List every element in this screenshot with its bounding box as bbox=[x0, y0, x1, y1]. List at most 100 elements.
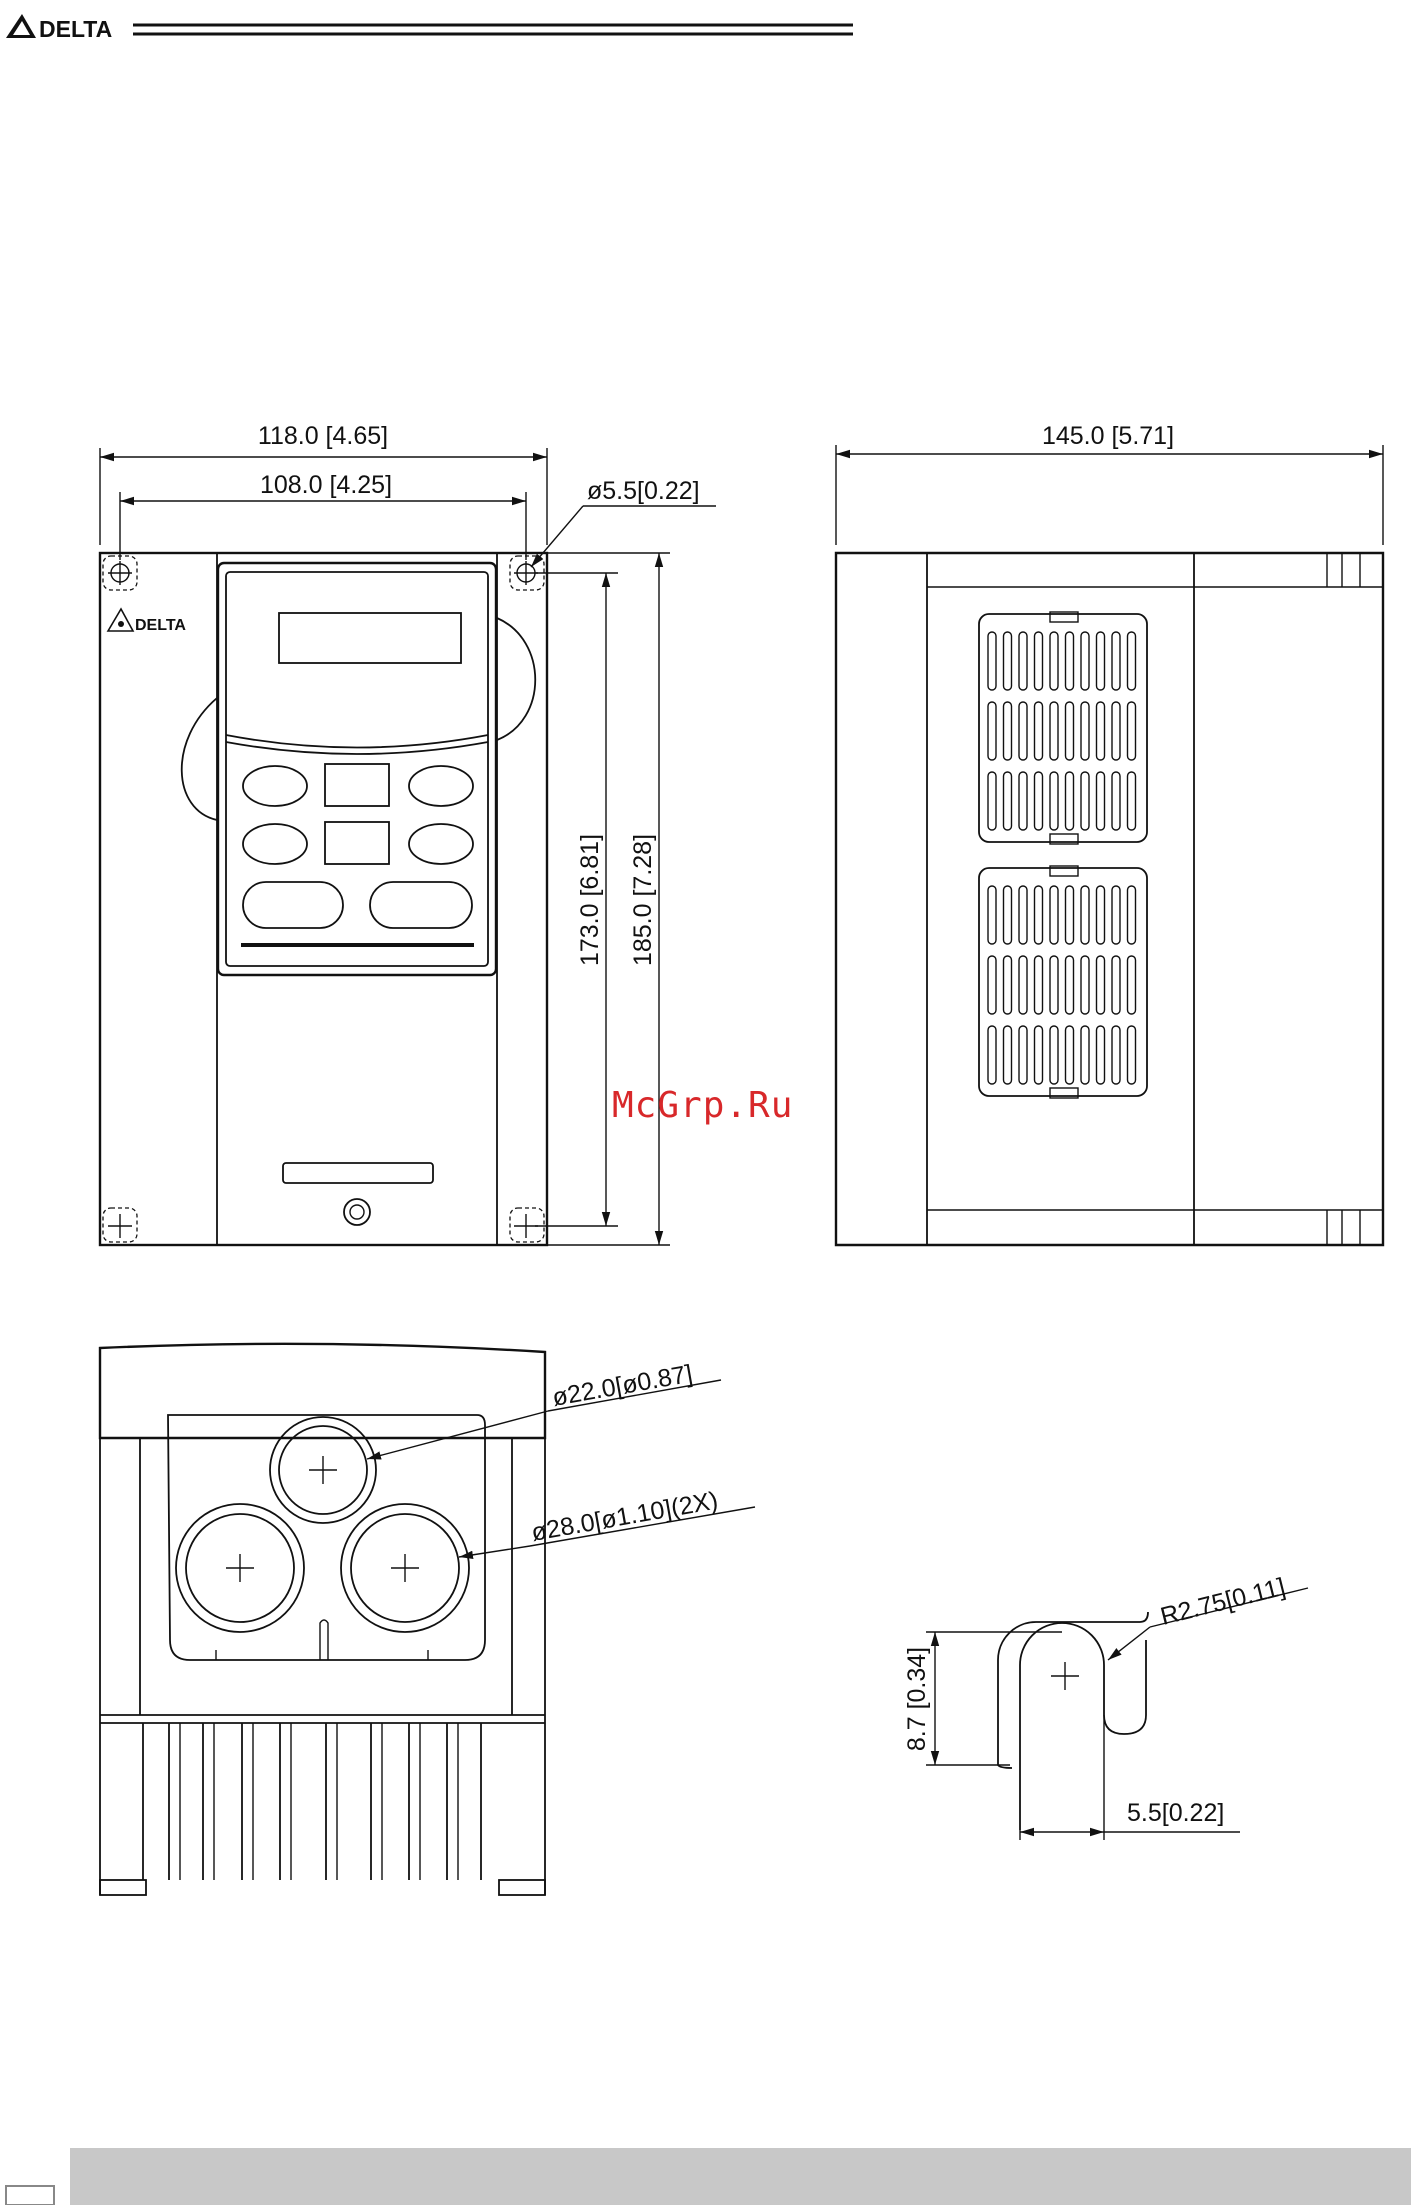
vent-slot bbox=[1019, 632, 1027, 690]
dim-depth: 145.0 [5.71] bbox=[836, 422, 1383, 545]
vent-slot bbox=[988, 956, 996, 1014]
vent-grille bbox=[979, 866, 1147, 1098]
keypad-button bbox=[325, 764, 389, 806]
dim-label: ø28.0[ø1.10](2X) bbox=[529, 1487, 720, 1547]
vent-slot bbox=[1097, 1026, 1105, 1084]
dim-label: ø22.0[ø0.87] bbox=[550, 1360, 694, 1412]
vent-slot bbox=[1066, 632, 1074, 690]
dim-label: 185.0 [7.28] bbox=[629, 834, 657, 966]
vent-slot bbox=[1128, 956, 1136, 1014]
keypad-button bbox=[243, 766, 307, 806]
vent-slot bbox=[1112, 886, 1120, 944]
vent-slot bbox=[1081, 956, 1089, 1014]
vent-slot bbox=[1004, 886, 1012, 944]
display-window bbox=[279, 613, 461, 663]
delta-logo-icon bbox=[6, 14, 36, 38]
mounting-hole bbox=[510, 1208, 544, 1242]
dim-height-overall: 185.0 [7.28] bbox=[547, 553, 670, 1245]
vent-slot bbox=[1004, 956, 1012, 1014]
vent-slot bbox=[1097, 956, 1105, 1014]
footer-bar bbox=[6, 2148, 1411, 2205]
vent-slot bbox=[1097, 886, 1105, 944]
vent-slot bbox=[1081, 772, 1089, 830]
vent-grille bbox=[979, 612, 1147, 844]
mounting-hole bbox=[103, 556, 137, 590]
mounting-hole bbox=[103, 1208, 137, 1242]
vent-slot bbox=[1112, 956, 1120, 1014]
vent-slot bbox=[1019, 772, 1027, 830]
vent-slot bbox=[1019, 956, 1027, 1014]
keypad-button bbox=[243, 824, 307, 864]
vent-slot bbox=[988, 886, 996, 944]
knockout-large bbox=[341, 1504, 469, 1632]
dim-label: R2.75[0.11] bbox=[1158, 1573, 1288, 1631]
vent-slot bbox=[1097, 632, 1105, 690]
vent-slot bbox=[1050, 956, 1058, 1014]
keypad-button bbox=[370, 882, 472, 928]
vent-slot bbox=[1004, 702, 1012, 760]
side-view: 145.0 [5.71] bbox=[836, 422, 1383, 1245]
keypad-button bbox=[409, 766, 473, 806]
knockout-small bbox=[270, 1417, 376, 1523]
vent-slot bbox=[988, 772, 996, 830]
dim-width-holes: 108.0 [4.25] bbox=[120, 471, 526, 560]
heatsink-fins bbox=[143, 1723, 481, 1880]
vent-slot bbox=[1035, 772, 1043, 830]
knockout-large bbox=[176, 1504, 304, 1632]
keypad-button bbox=[243, 882, 343, 928]
vent-slot bbox=[1035, 886, 1043, 944]
vent-slot bbox=[1050, 632, 1058, 690]
vent-slot bbox=[1081, 632, 1089, 690]
dim-label: 118.0 [4.65] bbox=[258, 422, 388, 450]
name-slot bbox=[283, 1163, 433, 1183]
header-rule bbox=[133, 25, 853, 34]
body-brand-label: DELTA bbox=[135, 617, 186, 634]
vent-slot bbox=[1019, 886, 1027, 944]
vent-slot bbox=[1004, 772, 1012, 830]
slot-detail: R2.75[0.11] 8.7 [0.34] 5.5[0.22] bbox=[903, 1573, 1308, 1840]
keypad-button bbox=[325, 822, 389, 864]
vent-slot bbox=[1050, 1026, 1058, 1084]
brand-name: DELTA bbox=[39, 16, 112, 42]
vent-slot bbox=[1019, 1026, 1027, 1084]
vent-slot bbox=[988, 1026, 996, 1084]
vent-slot bbox=[988, 632, 996, 690]
vent-slot bbox=[1004, 632, 1012, 690]
vent-slot bbox=[988, 702, 996, 760]
vent-slot bbox=[1035, 956, 1043, 1014]
dim-label: 145.0 [5.71] bbox=[1042, 422, 1174, 450]
vent-slot bbox=[1066, 1026, 1074, 1084]
vent-slot bbox=[1128, 886, 1136, 944]
vent-slot bbox=[1097, 772, 1105, 830]
vent-slot bbox=[1050, 702, 1058, 760]
vent-slot bbox=[1019, 702, 1027, 760]
vent-slot bbox=[1112, 1026, 1120, 1084]
vent-slot bbox=[1066, 702, 1074, 760]
dim-label: 108.0 [4.25] bbox=[260, 471, 392, 499]
vent-slot bbox=[1112, 632, 1120, 690]
vent-slot bbox=[1035, 1026, 1043, 1084]
vent-slot bbox=[1035, 632, 1043, 690]
header-logo: DELTA bbox=[6, 14, 112, 42]
dim-slot-height: 8.7 [0.34] bbox=[903, 1632, 1062, 1765]
vent-slot bbox=[1112, 772, 1120, 830]
vent-slot bbox=[1128, 772, 1136, 830]
vent-slot bbox=[1004, 1026, 1012, 1084]
vent-slot bbox=[1035, 702, 1043, 760]
vent-slot bbox=[1050, 886, 1058, 944]
dim-label: ø5.5[0.22] bbox=[587, 477, 700, 505]
dim-label: 5.5[0.22] bbox=[1127, 1799, 1224, 1827]
dim-knockout-large: ø28.0[ø1.10](2X) bbox=[459, 1487, 755, 1557]
vent-slot bbox=[1097, 702, 1105, 760]
vent-slot bbox=[1081, 702, 1089, 760]
vent-slot bbox=[1081, 886, 1089, 944]
body-logo: DELTA bbox=[108, 609, 186, 634]
vent-slot bbox=[1066, 956, 1074, 1014]
bottom-view: ø22.0[ø0.87] ø28.0[ø1.10](2X) bbox=[100, 1344, 755, 1895]
vent-slot bbox=[1112, 702, 1120, 760]
dim-label: 173.0 [6.81] bbox=[576, 834, 604, 966]
dim-label: 8.7 [0.34] bbox=[903, 1647, 931, 1751]
vent-slot bbox=[1050, 772, 1058, 830]
vent-slot bbox=[1128, 702, 1136, 760]
vent-slot bbox=[1066, 886, 1074, 944]
